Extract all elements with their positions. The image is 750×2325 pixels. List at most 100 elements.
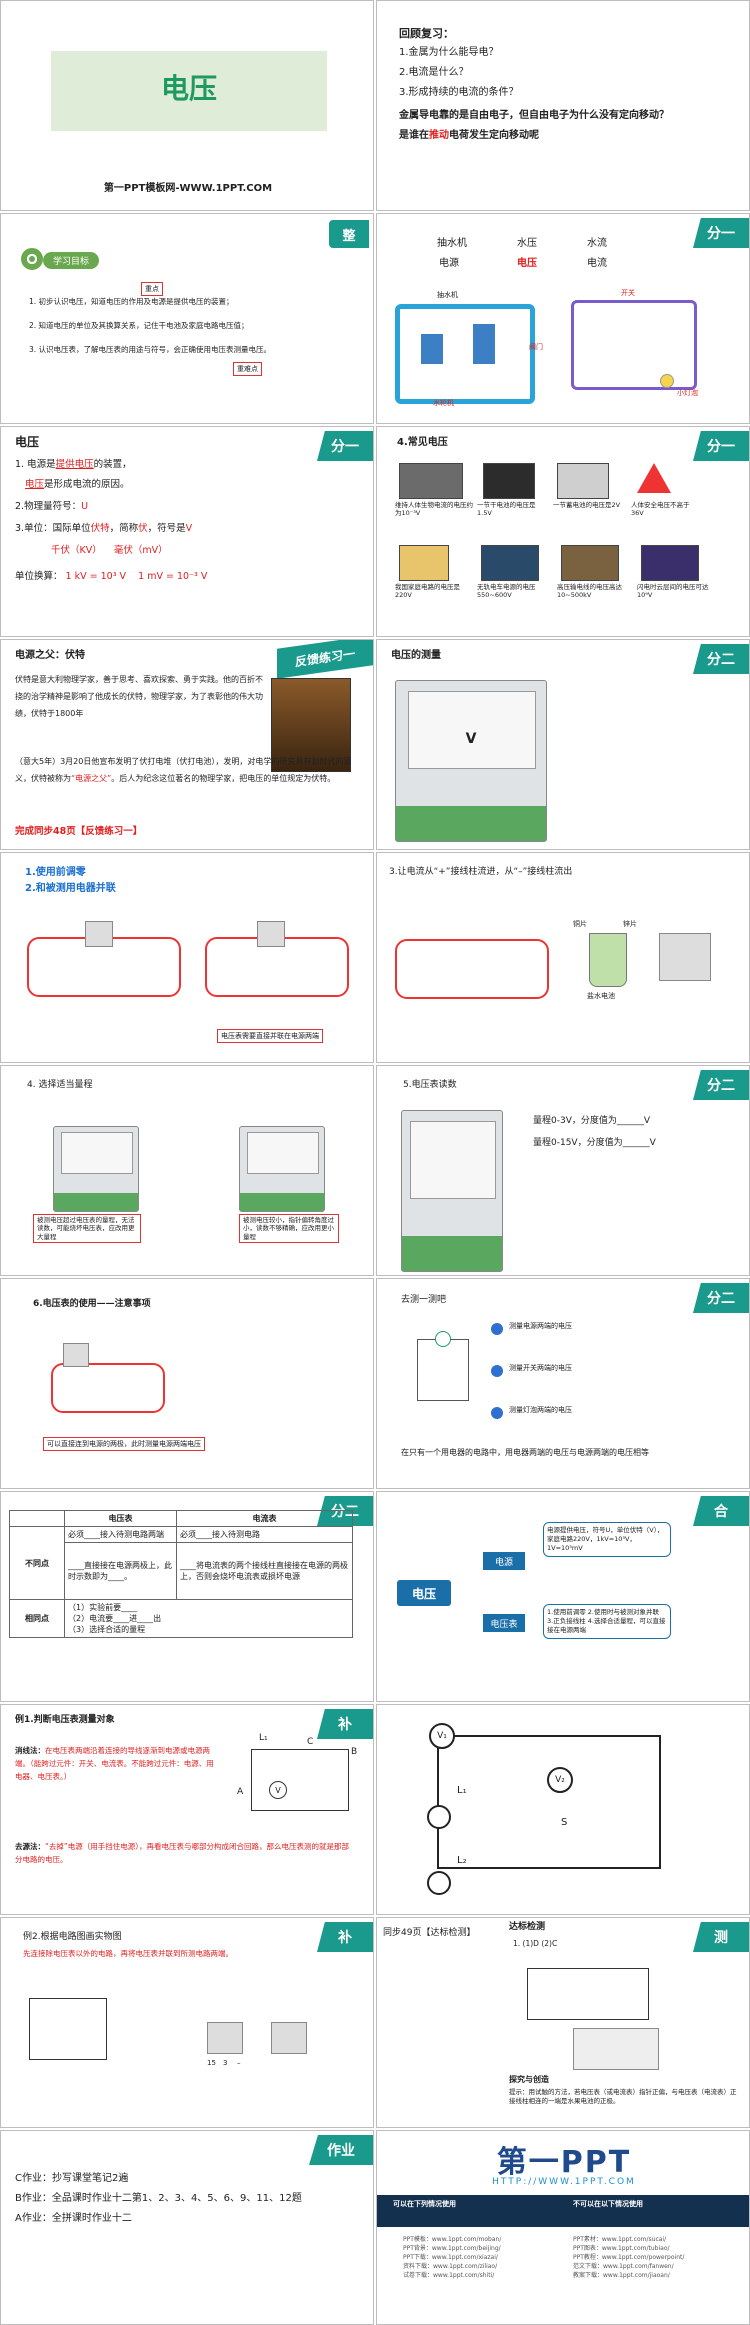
ex1-m2-a: 去源法： — [15, 1842, 45, 1851]
slide-summary[interactable]: 合 电压 电源 电压表 电源提供电压，符号U，单位伏特（V），家庭电路220V，… — [376, 1491, 750, 1702]
ad-link[interactable]: 试卷下载：www.1ppt.com/shiti/ — [403, 2272, 495, 2279]
meter-read-face — [410, 1120, 496, 1200]
volta-p3: 。后人为纪念这位著名的物理学家，把电压的单位规定为伏特。 — [111, 773, 336, 783]
slide-circuit-diagram[interactable]: V₁ V₂ L₁ L₂ S — [376, 1704, 750, 1915]
slide-usage-2[interactable]: 3.让电流从“+”接线柱流进，从“–”接线柱流出 铜片 锌片 盐水电池 — [376, 852, 750, 1063]
step-2-icon — [491, 1365, 503, 1377]
bulb-label: 小灯泡 — [677, 389, 698, 397]
ex1-m2-b: “去掉”电源（用手挡住电源），再看电压表与哪部分构成闭合回路，那么电压表测的就是… — [15, 1842, 350, 1864]
measure-title: 电压的测量 — [391, 650, 441, 661]
ex1-m1-a: 消线法： — [15, 1746, 45, 1755]
ad-link[interactable]: PPT教程：www.1ppt.com/powerpoint/ — [573, 2254, 685, 2261]
ad-banner — [377, 2195, 749, 2227]
meter-range-1 — [53, 1126, 139, 1212]
row-same: 相同点 — [9, 1599, 65, 1638]
slide-notice[interactable]: 6.电压表的使用——注意事项 可以直接连到电源的两极，此时测量电源两端电压 — [0, 1278, 374, 1489]
ad-link[interactable]: PPT素材：www.1ppt.com/sucai/ — [573, 2236, 667, 2243]
compare-table: 电压表电流表 不同点必须____接入待测电路两端必须____接入待测电路 ___… — [9, 1510, 353, 1638]
usage-title: 3.让电流从“+”接线柱流进，从“–”接线柱流出 — [389, 867, 573, 877]
ex2-meter-a — [207, 2022, 243, 2054]
range-box-2: 被测电压较小，指针偏转角度过小，读数不够精确，应改用更小量程 — [239, 1214, 339, 1244]
slide-example1[interactable]: 补 例1.判断电压表测量对象 消线法：在电压表两端沿着连接的导线逐渐到电源或电源… — [0, 1704, 374, 1915]
diagram-l1: L₁ — [457, 1785, 467, 1796]
tag-fen1: 分一 — [693, 218, 749, 248]
review-q3: 3.形成持续的电流的条件？ — [399, 87, 519, 98]
ad-link[interactable]: 资料下载：www.1ppt.com/ziliao/ — [403, 2263, 498, 2270]
diagram-v2: V₂ — [547, 1767, 573, 1793]
ex2-sub: 先连接除电压表以外的电路，再将电压表并联到所测电路两端。 — [23, 1949, 233, 1958]
slide-try[interactable]: 分二 去测一测吧 测量电源两端的电压 测量开关两端的电压 测量灯泡两端的电压 在… — [376, 1278, 750, 1489]
def4-b: 伏特 — [90, 523, 110, 534]
circuit-3 — [395, 939, 549, 999]
slide-ad[interactable]: 第一PPT HTTP://WWW.1PPT.COM 可以在下列情况使用 不可以在… — [376, 2130, 750, 2325]
slide-compare[interactable]: 分二 电压表电流表 不同点必须____接入待测电路两端必须____接入待测电路 … — [0, 1491, 374, 1702]
slide-volta[interactable]: 反馈练习一 电源之父：伏特 伏特是意大利物理学家，善于思考、喜欢探索、勇于实践。… — [0, 639, 374, 850]
cap-3: 一节蓄电池的电压是2V — [553, 501, 621, 509]
check-ans: 1. (1)D (2)C — [513, 1939, 558, 1948]
meter-symbol: V — [465, 731, 477, 747]
slide-reading[interactable]: 分二 5.电压表读数 量程0-3V，分度值为______V 量程0-15V，分度… — [376, 1065, 750, 1276]
slide-homework[interactable]: 作业 C作业：抄写课堂笔记2遍 B作业：全品课时作业十二第1、2、3、4、5、6… — [0, 2130, 374, 2325]
ex2-n2: 3 — [223, 2059, 228, 2067]
photo-5 — [399, 545, 449, 581]
ad-link[interactable]: PPT下载：www.1ppt.com/xiazai/ — [403, 2254, 498, 2261]
reading-r2-b: V — [649, 1138, 656, 1148]
meter-range-2 — [239, 1126, 325, 1212]
voltage-title: 电压 — [15, 435, 40, 449]
meter-beaker — [659, 933, 711, 981]
cell-same: （1）实验前要____（2）电流要____进____出（3）选择合适的量程 — [64, 1599, 353, 1638]
usage-box: 电压表需要直接并联在电源两端 — [217, 1029, 323, 1043]
def5-b: 毫伏（mV） — [113, 545, 168, 556]
copper-label: 铜片 — [573, 920, 587, 928]
cap-5: 我国家庭电路的电压是220V — [395, 583, 460, 600]
same-1: （1）实验前要____ — [68, 1603, 138, 1612]
mindmap-d1: 电源提供电压，符号U，单位伏特（V），家庭电路220V，1kV=10³V，1V=… — [543, 1522, 671, 1558]
ad-link[interactable]: 范文下载：www.1ppt.com/fanwen/ — [573, 2263, 674, 2270]
diagram-frame — [437, 1735, 661, 1869]
slide-check[interactable]: 测 同步49页【达标检测】 达标检测 1. (1)D (2)C 探究与创造 提示… — [376, 1917, 750, 2128]
ex1-title: 例1.判断电压表测量对象 — [15, 1715, 115, 1725]
water-pressure: 水压 — [517, 238, 537, 249]
hw-a: A作业：全拼课时作业十二 — [15, 2213, 132, 2224]
tag-zuoye: 作业 — [309, 2135, 373, 2165]
water-circuit — [395, 304, 535, 404]
slide-title[interactable]: 电压 第一PPT模板网-WWW.1PPT.COM — [0, 0, 374, 211]
slide-review[interactable]: 回顾复习： 1.金属为什么能导电？ 2.电流是什么？ 3.形成持续的电流的条件？… — [376, 0, 750, 211]
ad-link[interactable]: PPT背景：www.1ppt.com/beijing/ — [403, 2245, 501, 2252]
tag-bu-b: 补 — [317, 1922, 373, 1952]
reading-r1-b: V — [643, 1116, 651, 1126]
slide-measure[interactable]: 分二 电压的测量 V — [376, 639, 750, 850]
slide-usage-1[interactable]: 1.使用前调零 2.和被测用电器并联 电压表需要直接并联在电源两端 — [0, 852, 374, 1063]
cap-4: 人体安全电压不高于36V — [631, 501, 690, 518]
valve-label: 阀门 — [529, 343, 543, 351]
ad-link[interactable]: PPT图表：www.1ppt.com/tubiao/ — [573, 2245, 670, 2252]
def1-a: 1. 电源是 — [15, 459, 56, 470]
check-p: 提示：用试触的方法，若电压表（或电流表）指针正偏，与电压表（电流表）正接线柱相连… — [509, 2088, 737, 2106]
slide-common-voltages[interactable]: 分一 4.常见电压 维持人体生物电流的电压约为10⁻³V 一节干电池的电压是1.… — [376, 426, 750, 637]
def1-c: 的装置， — [93, 459, 132, 470]
tag-he: 合 — [693, 1496, 749, 1526]
slide-voltage-def[interactable]: 分一 电压 1. 电源是提供电压的装置， 电压是形成电流的原因。 2.物理量符号… — [0, 426, 374, 637]
ad-link[interactable]: 教案下载：www.1ppt.com/jiaoan/ — [573, 2272, 670, 2279]
cell-12: 必须____接入待测电路 — [176, 1526, 353, 1543]
tag-fen1-c: 分一 — [693, 431, 749, 461]
slide-example2[interactable]: 补 例2.根据电路图画实物图 先连接除电压表以外的电路，再将电压表并联到所测电路… — [0, 1917, 374, 2128]
ex2-meter-b — [271, 2022, 307, 2054]
slide-goals[interactable]: 整 学习目标 1. 初步认识电压，知道电压的作用及电源是提供电压的装置； 2. … — [0, 213, 374, 424]
table-row: 不同点必须____接入待测电路两端必须____接入待测电路 — [9, 1526, 353, 1600]
elec-source: 电源 — [439, 258, 459, 269]
ex1-circuit — [251, 1749, 349, 1811]
slide-analogy[interactable]: 分一 抽水机 水压 水流 电源 电压 电流 抽水机 水轮机 阀门 开关 小灯泡 — [376, 213, 750, 424]
def4-d: 伏 — [138, 523, 148, 534]
slide-range[interactable]: 4. 选择适当量程 被测电压超过电压表的量程，无法读数，可能烧坏电压表，应改用更… — [0, 1065, 374, 1276]
range-box-1: 被测电压超过电压表的量程，无法读数，可能烧坏电压表，应改用更大量程 — [33, 1214, 141, 1244]
elec-voltage: 电压 — [517, 258, 537, 269]
slide-title-text: 电压 — [160, 72, 217, 105]
volta-quote: “电源之父” — [71, 773, 112, 783]
volta-task: 完成同步48页【反馈练习一】 — [15, 826, 143, 837]
def-line1: 1. 电源是提供电压的装置， — [15, 457, 132, 472]
ad-link[interactable]: PPT模板：www.1ppt.com/moban/ — [403, 2236, 502, 2243]
review-q1: 1.金属为什么能导电？ — [399, 47, 499, 58]
ex1-A: A — [237, 1787, 244, 1797]
